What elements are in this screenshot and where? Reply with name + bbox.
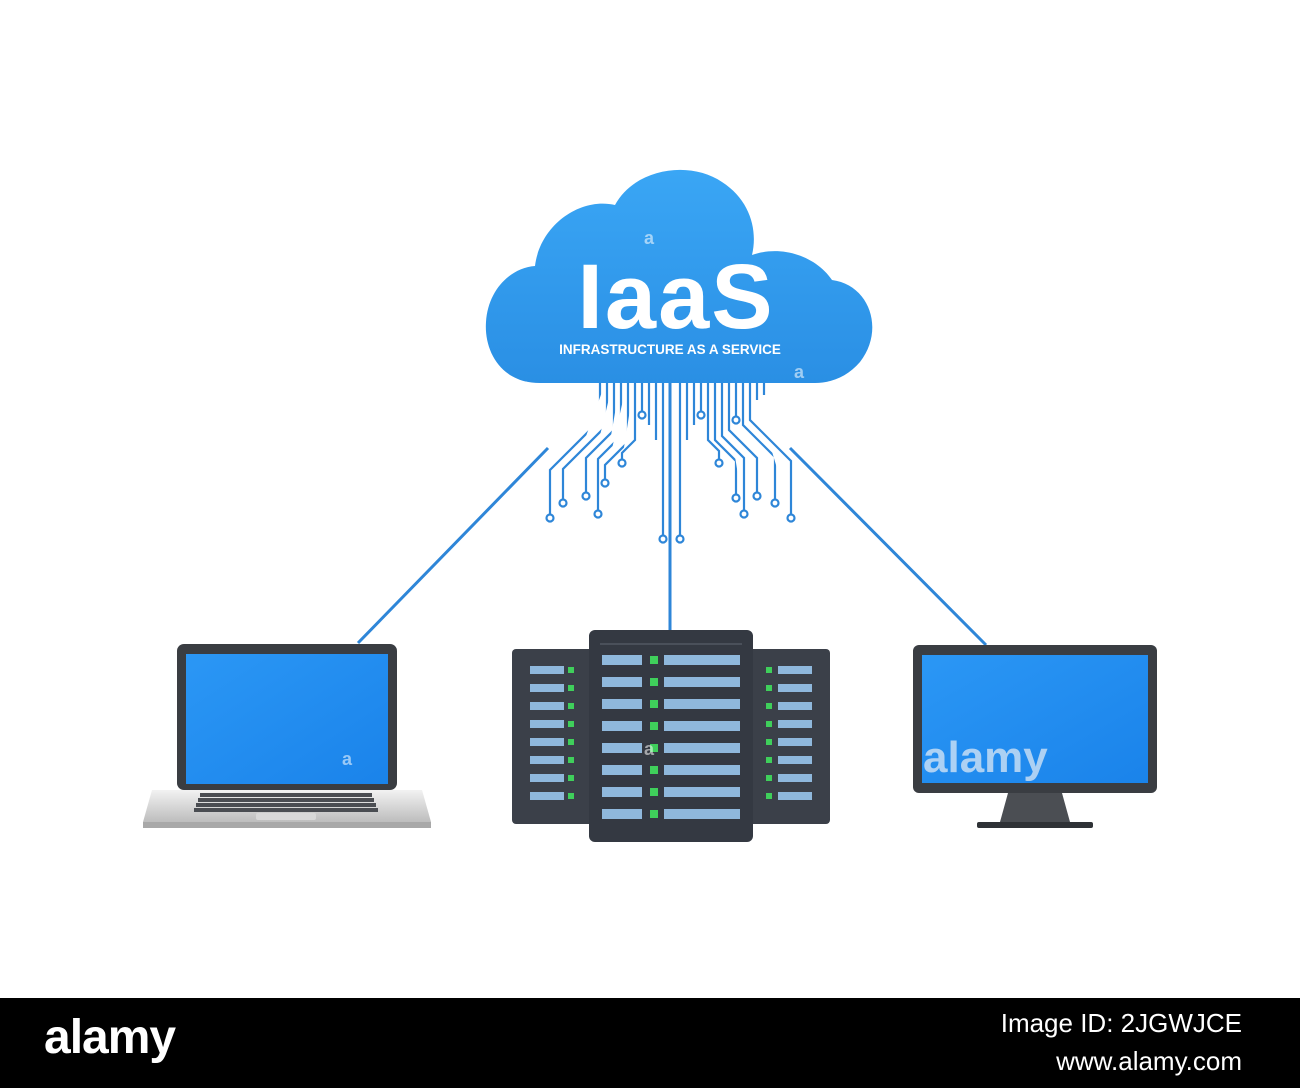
link-cloud-monitor: [788, 446, 988, 647]
footer-brand-logo: alamy: [44, 1011, 176, 1064]
server-rack-icon: [512, 630, 830, 842]
desktop-monitor-icon: [913, 645, 1157, 828]
footer-bar: alamy Image ID: 2JGWJCE www.alamy.com: [0, 998, 1300, 1088]
svg-text:a: a: [644, 228, 655, 248]
svg-text:a: a: [644, 739, 655, 759]
cloud-subtitle: INFRASTRUCTURE AS A SERVICE: [559, 342, 781, 357]
svg-text:a: a: [794, 362, 805, 382]
svg-text:a: a: [342, 749, 353, 769]
laptop-icon: [143, 644, 431, 828]
watermark-layer: alamy a a a a: [342, 228, 1048, 782]
link-cloud-laptop: [356, 446, 550, 645]
cloud-title: IaaS: [577, 246, 774, 348]
watermark-text: alamy: [923, 733, 1048, 782]
cloud-shape: [485, 169, 873, 383]
footer-image-id: Image ID: 2JGWJCE: [1000, 1008, 1242, 1038]
circuit-traces: [545, 378, 796, 544]
footer-url: www.alamy.com: [1056, 1046, 1242, 1076]
connection-lines: [356, 380, 988, 647]
laptop-keyboard: [194, 793, 378, 812]
iaas-illustration: IaaS INFRASTRUCTURE AS A SERVICE: [143, 169, 1157, 842]
